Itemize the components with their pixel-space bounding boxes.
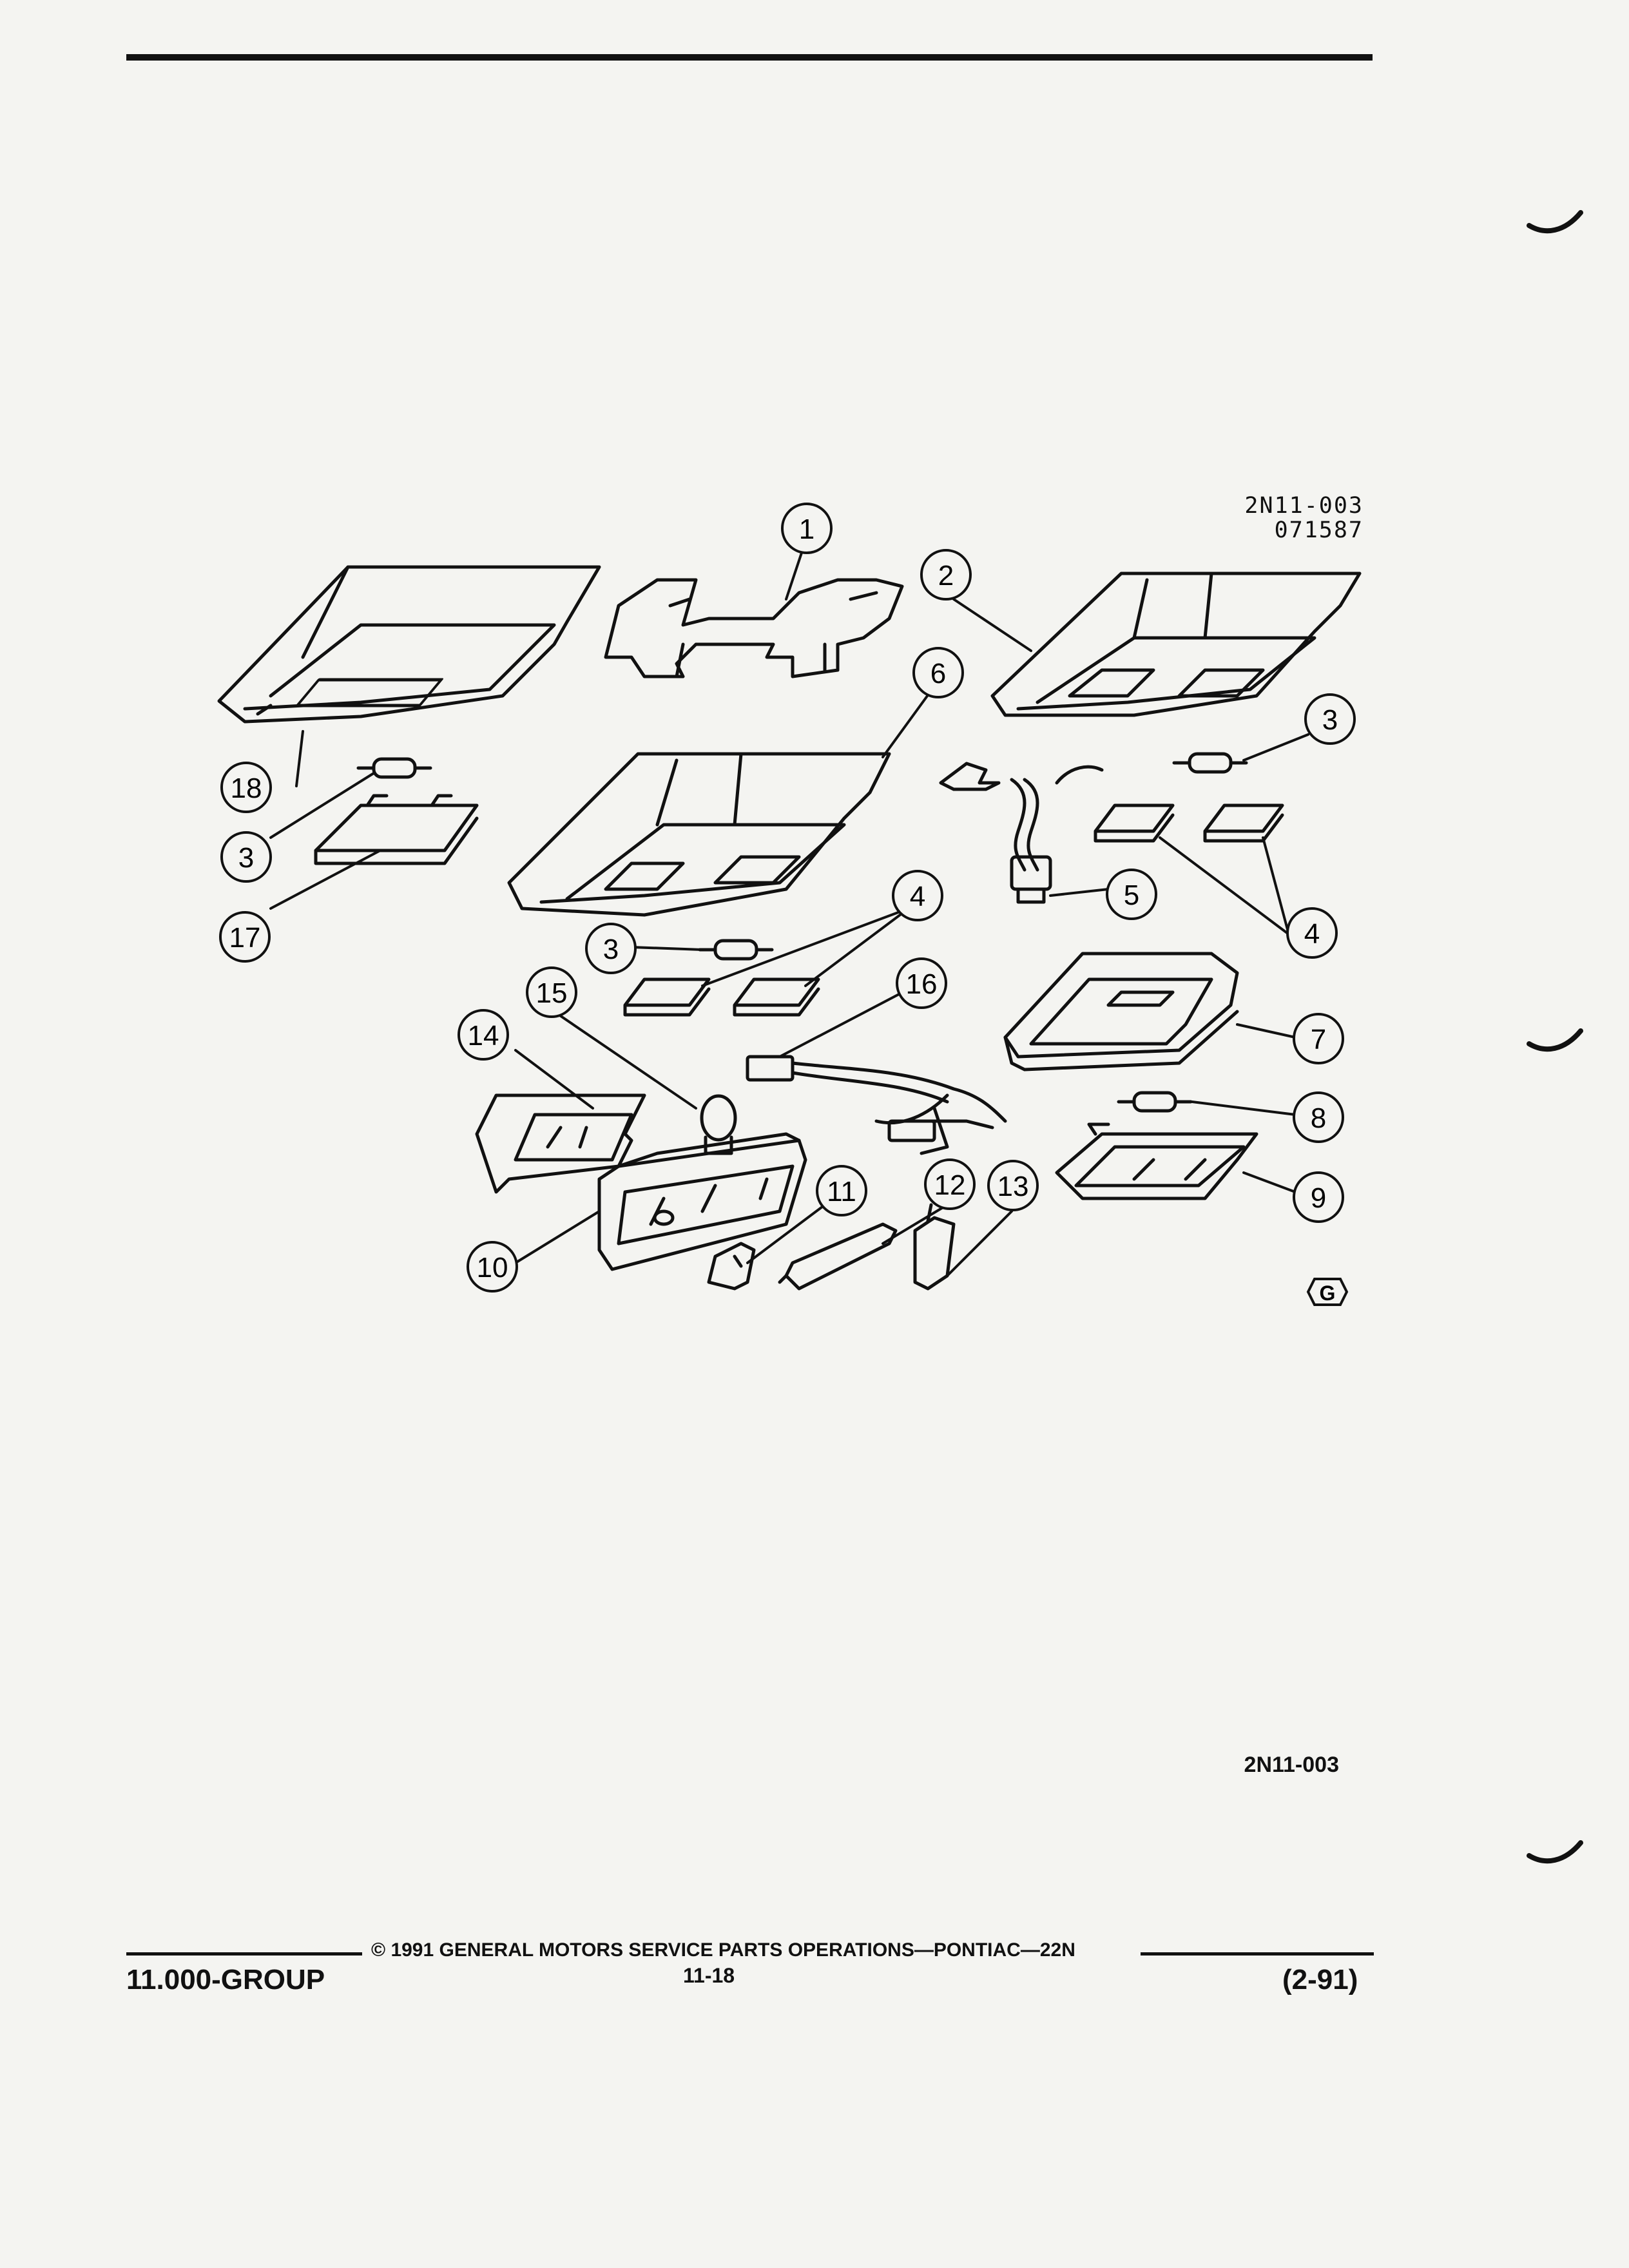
svg-text:6: 6	[930, 658, 946, 689]
part-2-housing	[990, 572, 1362, 717]
callout-17: 17	[219, 911, 271, 963]
part-16-harness	[746, 1055, 1007, 1155]
svg-text:11: 11	[827, 1176, 856, 1207]
callout-3-center: 3	[585, 923, 637, 974]
part-3-bulb-right	[1172, 752, 1248, 774]
callout-6: 6	[912, 647, 964, 698]
part-3-bulb-center	[698, 939, 774, 961]
footer-page-number: 11-18	[683, 1964, 735, 1987]
svg-text:10: 10	[477, 1252, 508, 1283]
part-10-bezel	[597, 1132, 807, 1271]
svg-text:2: 2	[938, 560, 954, 591]
part-1-bracket	[604, 578, 904, 678]
svg-text:4: 4	[910, 881, 925, 912]
figure-code: 2N11-003 071587	[1244, 494, 1364, 543]
svg-text:3: 3	[1322, 704, 1338, 736]
svg-text:15: 15	[536, 977, 568, 1009]
svg-text:3: 3	[238, 842, 254, 874]
part-4-lens-pair-center	[623, 977, 820, 1017]
callout-7: 7	[1293, 1013, 1344, 1064]
part-11-cap	[707, 1242, 756, 1291]
callout-8: 8	[1293, 1091, 1344, 1143]
svg-text:13: 13	[998, 1171, 1029, 1202]
part-8-bulb	[1117, 1091, 1193, 1113]
part-12-lens	[778, 1222, 898, 1291]
svg-text:8: 8	[1311, 1102, 1326, 1134]
callout-4-center: 4	[892, 870, 943, 921]
svg-text:18: 18	[231, 773, 262, 804]
svg-text:17: 17	[229, 922, 261, 954]
callout-16: 16	[896, 957, 947, 1009]
binder-mark-icon	[1527, 1028, 1583, 1052]
footer-copyright: © 1991 GENERAL MOTORS SERVICE PARTS OPER…	[371, 1939, 1075, 1961]
figure-code-line2: 071587	[1274, 517, 1364, 543]
callout-9: 9	[1293, 1171, 1344, 1223]
figure-code-line1: 2N11-003	[1244, 493, 1364, 519]
part-4-lens-pair-right	[1094, 803, 1284, 843]
callout-12: 12	[924, 1158, 976, 1210]
svg-text:G: G	[1320, 1282, 1336, 1305]
svg-text:16: 16	[906, 968, 938, 1000]
svg-text:14: 14	[468, 1020, 499, 1052]
callout-14: 14	[458, 1009, 509, 1061]
callout-10: 10	[467, 1241, 518, 1293]
callout-5: 5	[1106, 869, 1157, 920]
footer-rule-right	[1141, 1952, 1374, 1956]
callout-15: 15	[526, 966, 577, 1018]
corner-mark: G	[1306, 1278, 1349, 1306]
part-18-housing	[217, 565, 601, 724]
callouts: 1 2 3 3 3 4 4 5 6 7 8 9 10 11 12 13 14 1…	[219, 503, 1356, 1293]
callout-4-right: 4	[1286, 907, 1338, 959]
callout-18: 18	[220, 762, 272, 813]
svg-text:7: 7	[1311, 1024, 1326, 1055]
part-6-housing	[507, 752, 891, 917]
callout-3-left: 3	[220, 831, 272, 883]
top-rule	[126, 54, 1373, 61]
svg-text:12: 12	[934, 1169, 966, 1201]
part-3-bulb-left	[356, 757, 432, 779]
svg-text:4: 4	[1304, 918, 1320, 950]
part-9-lens	[1055, 1122, 1258, 1200]
callout-3-right: 3	[1304, 693, 1356, 745]
callout-13: 13	[987, 1160, 1039, 1211]
part-14-frame	[475, 1093, 646, 1194]
callout-11: 11	[816, 1165, 867, 1216]
footer-rule-left	[126, 1952, 362, 1956]
svg-text:5: 5	[1124, 879, 1139, 911]
svg-text:9: 9	[1311, 1182, 1326, 1214]
footer-date: (2-91)	[1282, 1964, 1358, 1995]
callout-2: 2	[920, 549, 972, 601]
binder-mark-icon	[1527, 1840, 1583, 1864]
part-5-wiring	[939, 762, 1104, 904]
svg-text:1: 1	[799, 514, 815, 545]
part-7-housing	[1003, 952, 1239, 1072]
callout-1: 1	[781, 503, 833, 554]
svg-text:3: 3	[603, 934, 619, 965]
footer-group: 11.000-GROUP	[126, 1964, 325, 1995]
binder-mark-icon	[1527, 210, 1583, 234]
part-13-clip	[913, 1203, 956, 1291]
part-17-lens	[314, 794, 479, 865]
figure-reference: 2N11-003	[1244, 1753, 1339, 1777]
